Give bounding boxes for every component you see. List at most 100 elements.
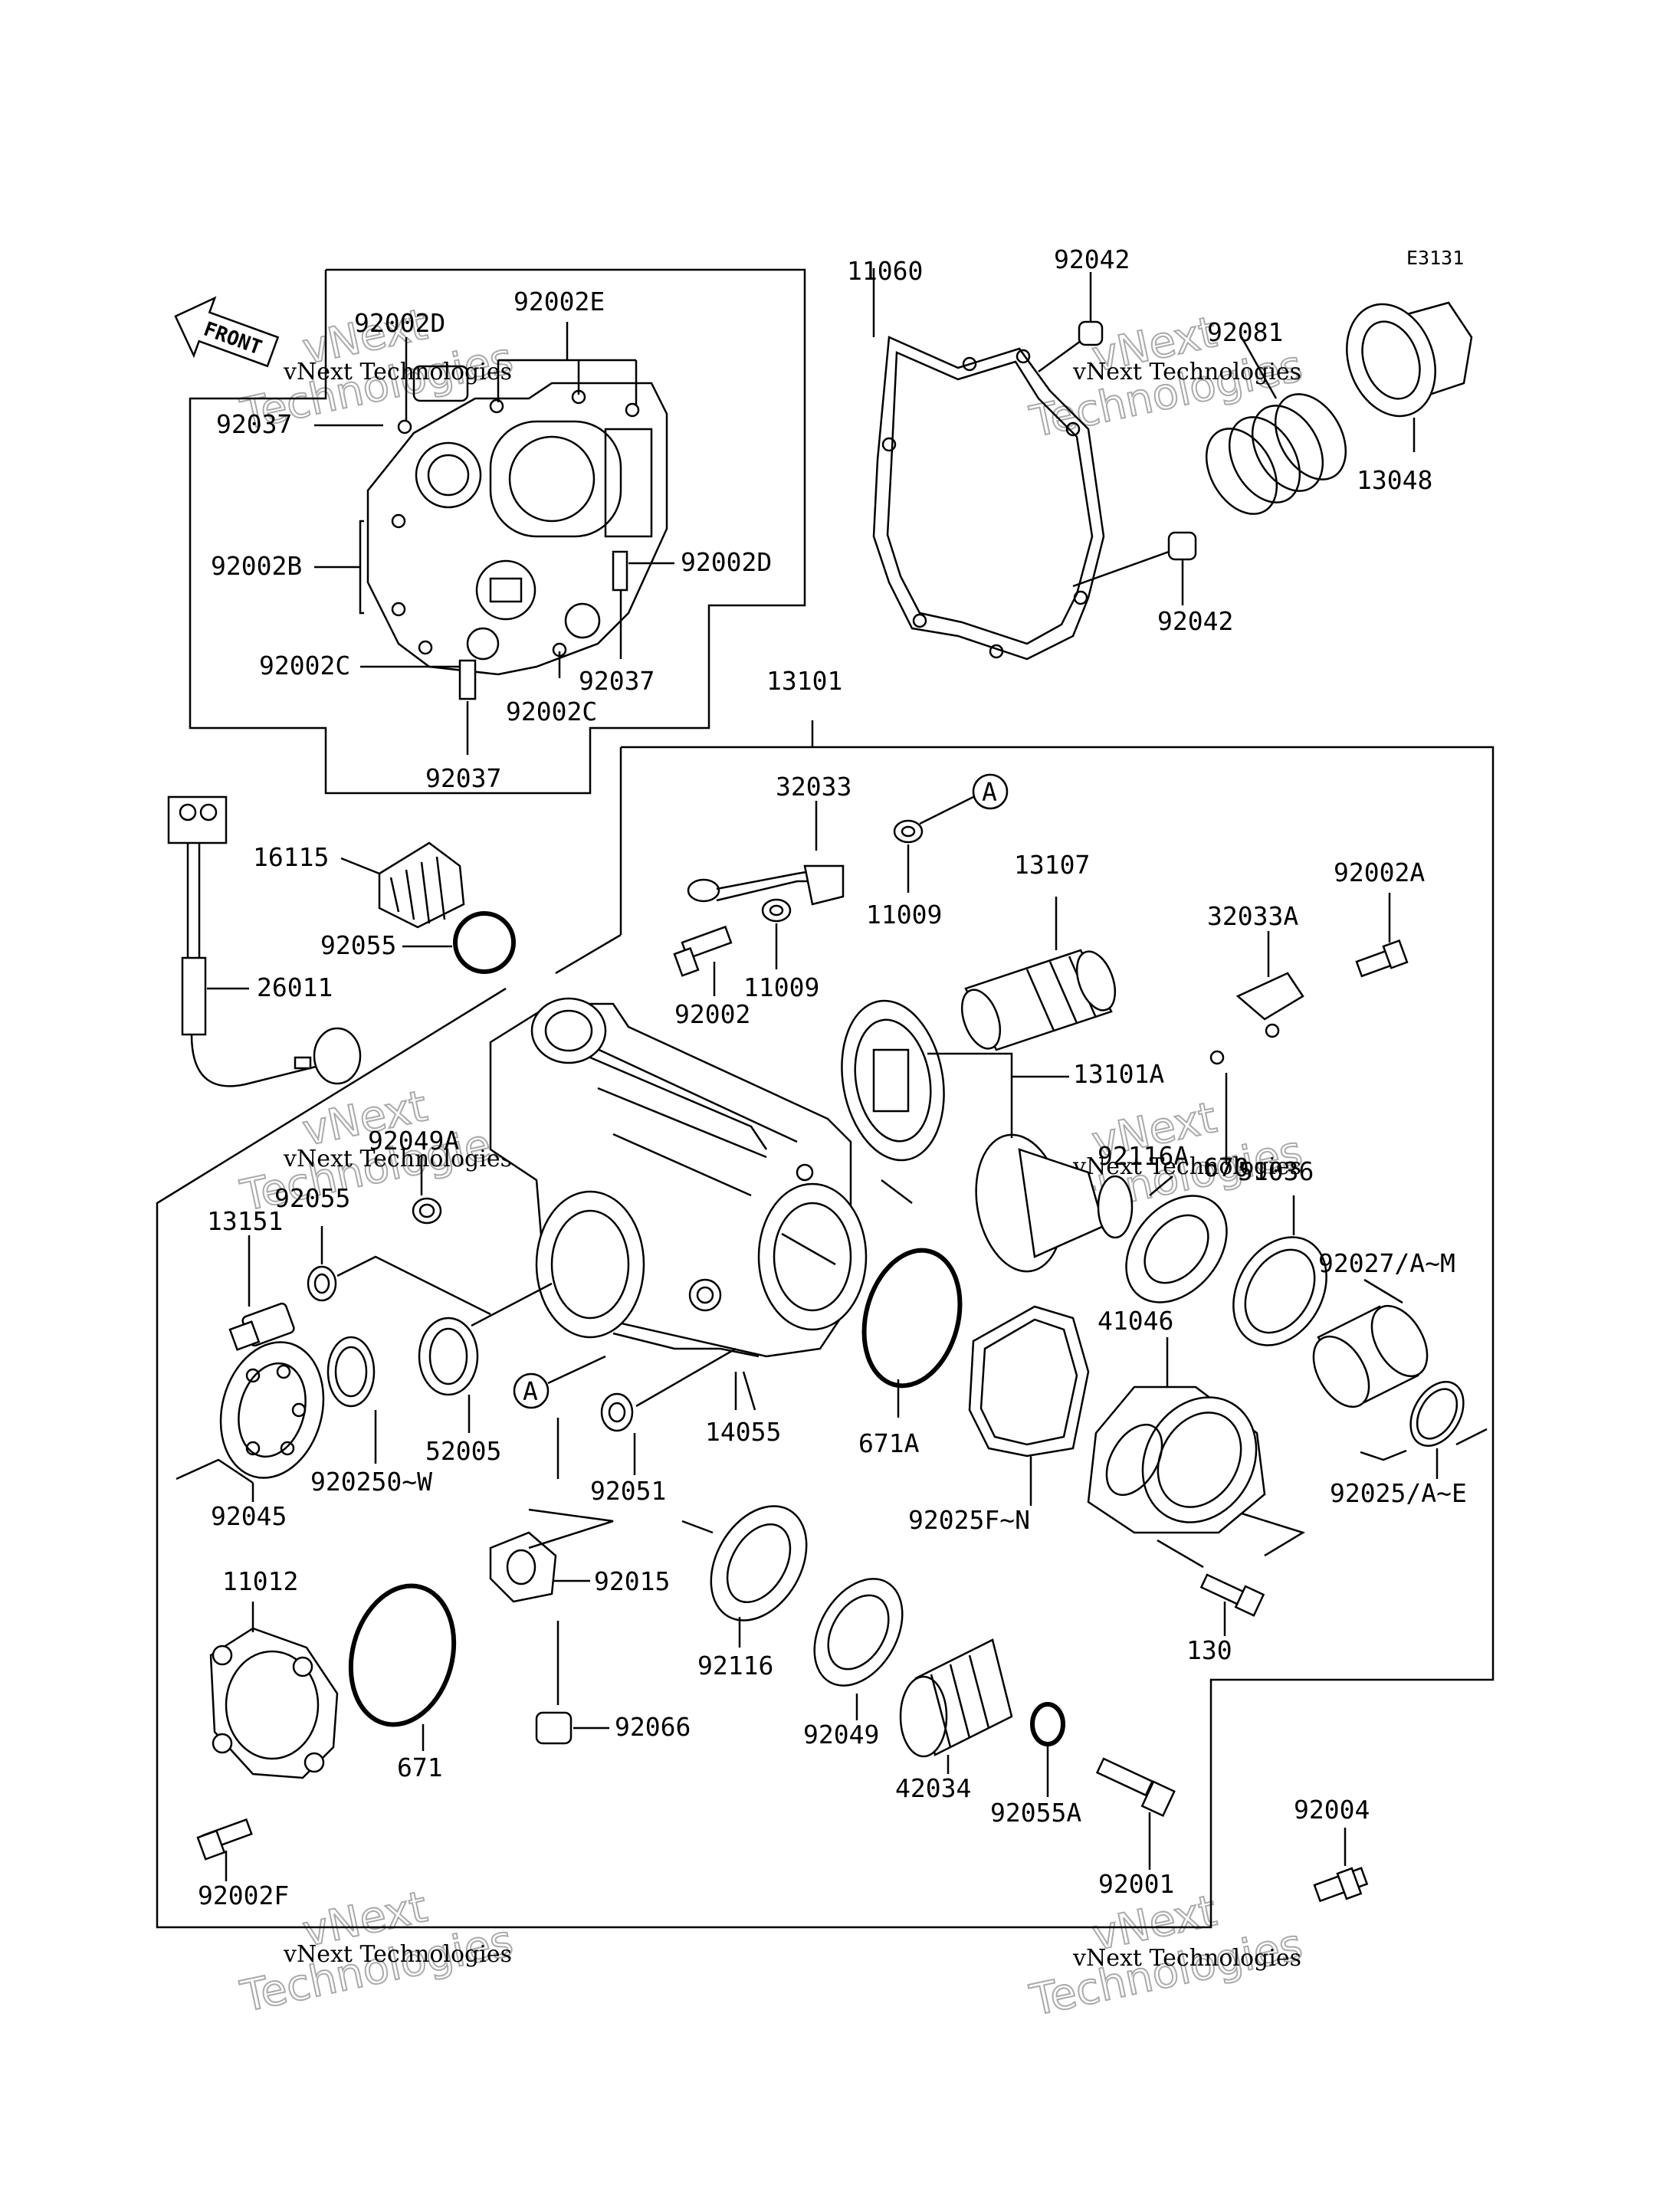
part-label: 92055	[320, 930, 396, 960]
part-label: 42034	[895, 1773, 971, 1803]
part-label: 92049	[803, 1720, 879, 1749]
drive-gear	[841, 999, 1134, 1273]
bearing	[1125, 1195, 1228, 1303]
part-label: 92002C	[259, 651, 350, 680]
oil-seal	[412, 1197, 442, 1225]
part-label: 92045	[211, 1501, 287, 1531]
cover-gasket	[872, 336, 1105, 661]
part-label: 92055	[274, 1183, 350, 1213]
part-label: 92066	[615, 1712, 691, 1742]
part-label: 92042	[1054, 244, 1130, 274]
part-label: 92037	[425, 763, 501, 793]
part-label: 13107	[1014, 850, 1090, 880]
watermark-bottom-right: Technologies vNext vNext Technologies	[1025, 1885, 1307, 2027]
part-label: 92042	[1157, 606, 1233, 636]
bearing-cover	[209, 1627, 339, 1779]
bracket	[1235, 972, 1304, 1038]
o-ring	[1030, 1702, 1065, 1746]
o-ring	[861, 1248, 963, 1389]
part-label: 92055A	[990, 1798, 1081, 1828]
bolt	[1199, 1573, 1265, 1617]
o-ring	[453, 911, 516, 974]
shim	[1312, 1304, 1429, 1408]
gear-case-housing	[489, 997, 868, 1358]
bearing	[710, 1505, 808, 1622]
bolt	[1095, 1757, 1176, 1818]
splined-collar	[1346, 301, 1473, 418]
part-label: 32033A	[1207, 901, 1298, 931]
group-box-crankcase	[189, 268, 806, 795]
svg-text:vNext Technologies: vNext Technologies	[283, 1146, 512, 1172]
svg-text:A: A	[523, 1376, 538, 1406]
ball-bearing	[219, 1341, 325, 1479]
svg-text:vNext Technologies: vNext Technologies	[1072, 359, 1301, 385]
housing-gasket	[968, 1305, 1090, 1458]
part-label: 16115	[253, 842, 329, 872]
dowel-pin	[1078, 320, 1104, 346]
diagram-code: E3131	[1406, 247, 1464, 269]
front-arrow-icon: FRONT	[174, 296, 280, 368]
part-label: 92002	[674, 999, 750, 1029]
callout-a: A	[972, 773, 1009, 810]
svg-text:vNext Technologies: vNext Technologies	[1072, 1153, 1301, 1180]
part-label: 92025/A~E	[1330, 1478, 1467, 1508]
o-ring	[348, 1583, 457, 1727]
part-label: 92051	[590, 1476, 666, 1506]
nut	[489, 1531, 557, 1603]
part-label: 92025F~N	[908, 1505, 1030, 1535]
part-label: 92002E	[514, 287, 605, 316]
svg-text:vNext Technologies: vNext Technologies	[283, 1941, 512, 1968]
washer	[893, 819, 924, 844]
part-label: 92002F	[198, 1881, 289, 1910]
dowel-pin	[1167, 531, 1197, 561]
part-label: 41046	[1098, 1306, 1173, 1336]
svg-text:vNext Technologies: vNext Technologies	[1072, 1945, 1301, 1972]
washer	[761, 898, 792, 923]
part-label: 13101	[766, 666, 842, 696]
part-label: 92002B	[211, 551, 302, 581]
part-label: 32033	[776, 772, 851, 802]
part-label: 92116	[697, 1651, 773, 1681]
svg-text:A: A	[982, 777, 997, 807]
sensor-connector	[167, 795, 362, 1087]
part-label: 51036	[1238, 1156, 1314, 1186]
part-label: 92002A	[1334, 857, 1425, 887]
part-label: 92002D	[354, 308, 445, 338]
part-label: 92116A	[1098, 1141, 1189, 1171]
bolt	[1355, 939, 1409, 978]
part-label: 671A	[858, 1428, 920, 1458]
part-label: 671	[397, 1753, 443, 1782]
neutral-switch	[228, 1302, 295, 1351]
part-label: 92001	[1098, 1869, 1174, 1899]
shim-ring	[1409, 1380, 1465, 1448]
o-ring	[1209, 1050, 1225, 1065]
bracket-with-hose	[687, 864, 845, 906]
part-label: 92004	[1294, 1795, 1370, 1825]
part-label: 11060	[847, 256, 923, 286]
part-label: 26011	[257, 972, 333, 1002]
spur-gear	[899, 1638, 1013, 1758]
bearing-housing	[1087, 1385, 1266, 1534]
bolt	[196, 1818, 253, 1861]
part-label: 92049A	[368, 1126, 459, 1156]
o-ring	[307, 1265, 337, 1302]
part-label: 11012	[222, 1566, 298, 1596]
spring	[1205, 393, 1347, 515]
splined-shaft	[960, 949, 1117, 1051]
crankcase-half	[366, 365, 668, 700]
part-label: 13101A	[1073, 1059, 1164, 1089]
svg-text:vNext Technologies: vNext Technologies	[283, 359, 512, 385]
part-label: 11009	[866, 900, 942, 930]
bolt	[673, 925, 733, 977]
part-labels: 92002D 92002E 92037 92002B 92002D 92002C…	[198, 244, 1467, 1910]
part-label: 92002D	[681, 547, 772, 577]
part-label: 92037	[579, 666, 655, 696]
part-label: 920250~W	[310, 1467, 432, 1497]
washer	[600, 1392, 634, 1432]
oil-seal	[813, 1578, 904, 1687]
part-label: 92081	[1207, 317, 1283, 347]
callout-a: A	[513, 1372, 550, 1409]
part-label: 670	[1203, 1153, 1249, 1182]
